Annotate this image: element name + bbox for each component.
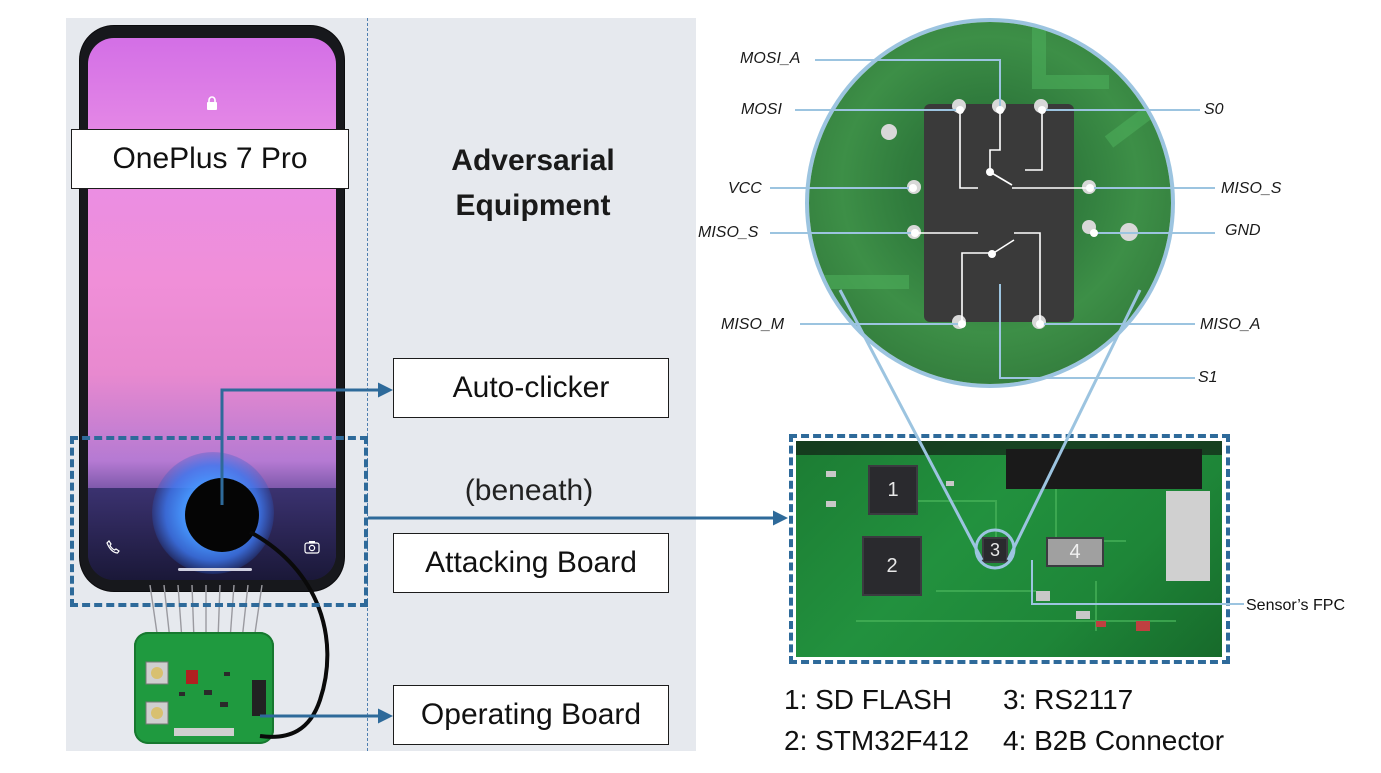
pin-label-mosi-a: MOSI_A <box>740 50 801 67</box>
operating-board <box>134 632 274 744</box>
pin-label-mosi: MOSI <box>741 101 782 118</box>
attacking-board-highlight-right <box>789 434 1230 664</box>
adversarial-title-line2: Equipment <box>455 189 611 222</box>
adversarial-equipment-title: Adversarial Equipment <box>406 138 660 228</box>
pin-label-vcc: VCC <box>728 180 762 197</box>
connection-wires <box>149 585 263 641</box>
legend-item-3: 3: RS2117 <box>1003 684 1134 715</box>
beneath-note: (beneath) <box>464 474 594 507</box>
sensor-fpc-label: Sensor’s FPC <box>1246 597 1345 614</box>
attacking-board-label: Attacking Board <box>393 533 669 593</box>
auto-clicker-label: Auto-clicker <box>393 358 669 418</box>
legend-item-2: 2: STM32F412 <box>784 725 970 756</box>
pin-label-s0: S0 <box>1204 101 1224 118</box>
pin-label-gnd: GND <box>1225 222 1261 239</box>
chip-b2b-connector: 4 <box>1046 537 1104 567</box>
chip-rs2117: 3 <box>982 537 1008 563</box>
pin-label-miso-s-left: MISO_S <box>698 224 759 241</box>
clicker-cable <box>249 530 330 739</box>
operating-board-components <box>145 661 266 736</box>
pin-label-miso-a: MISO_A <box>1200 316 1261 333</box>
pin-label-miso-s-right: MISO_S <box>1221 180 1282 197</box>
adversarial-title-line1: Adversarial <box>451 144 615 177</box>
phone-call-icon <box>106 540 120 554</box>
legend-item-4: 4: B2B Connector <box>1003 725 1225 756</box>
pin-label-miso-m: MISO_M <box>721 316 785 333</box>
pcb-traces <box>796 441 1222 631</box>
pin-label-s1: S1 <box>1198 369 1218 386</box>
legend-item-1: 1: SD FLASH <box>784 684 953 715</box>
chip-stm32f412: 2 <box>862 536 922 596</box>
lock-icon <box>207 96 217 110</box>
attacking-board-highlight-left <box>70 436 368 607</box>
camera-icon <box>304 541 320 554</box>
panel-divider <box>367 18 368 751</box>
operating-board-label: Operating Board <box>393 685 669 745</box>
phone-model-label: OnePlus 7 Pro <box>71 129 349 189</box>
chip-sd-flash: 1 <box>868 465 918 515</box>
home-indicator <box>178 568 252 571</box>
